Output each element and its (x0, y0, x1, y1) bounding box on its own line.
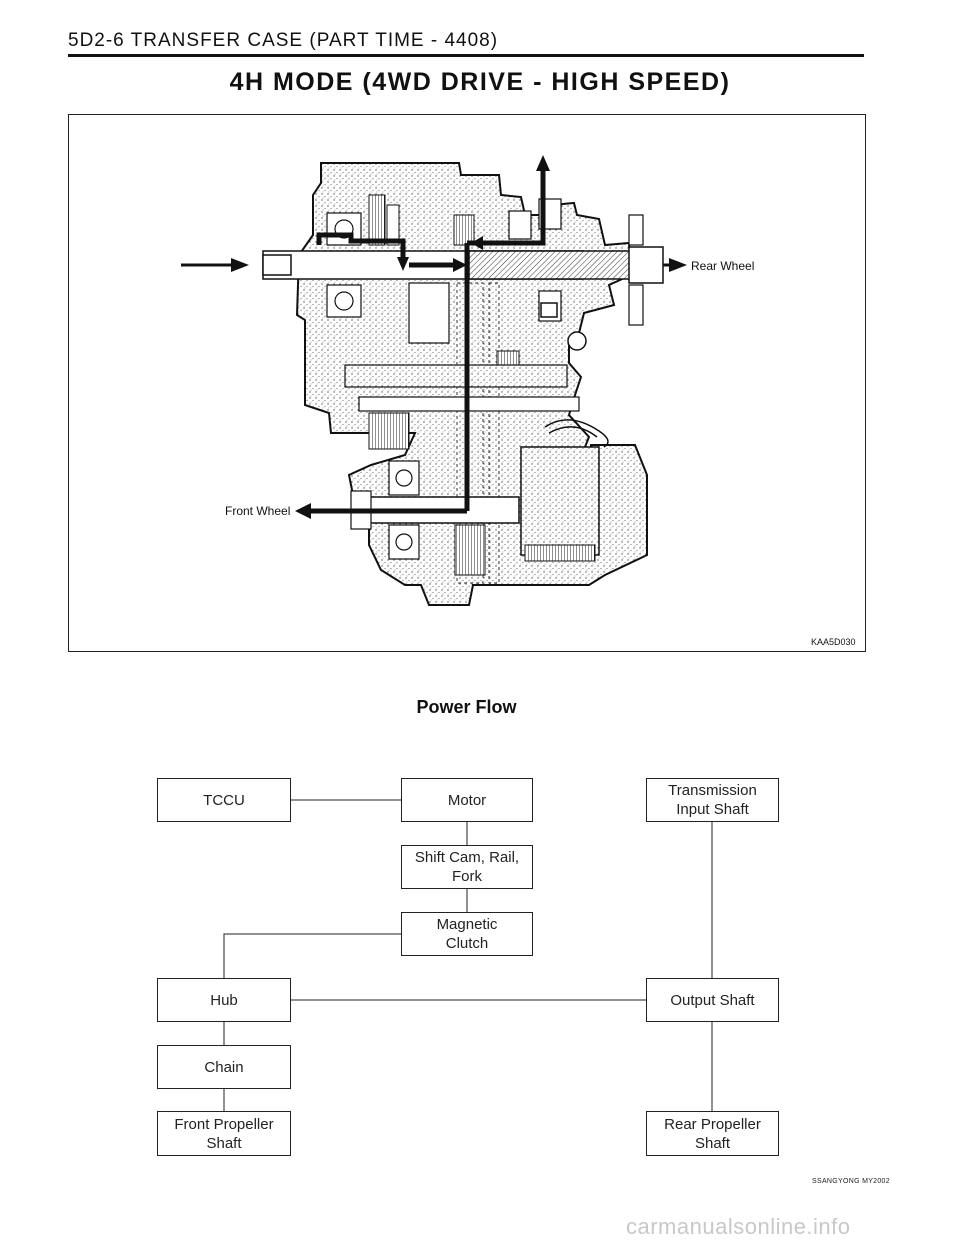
front-propeller-shaft-box: Front Propeller Shaft (157, 1111, 291, 1156)
output-shaft (468, 250, 650, 280)
power-flow-path-rear (316, 232, 406, 261)
watermark-link[interactable]: carmanualsonline.info (626, 1214, 851, 1239)
figure-code: KAA5D030 (811, 637, 856, 647)
transmission-input-shaft-box: Transmission Input Shaft (646, 778, 779, 822)
motor-box: Motor (401, 778, 533, 822)
header-section-title: 5D2-6 TRANSFER CASE (PART TIME - 4408) (68, 30, 499, 51)
footer-model: SSANGYONG MY2002 (812, 1178, 890, 1185)
output-shaft-box: Output Shaft (646, 978, 779, 1022)
sensor-circle (567, 331, 587, 351)
page-title: 4H MODE (4WD DRIVE - HIGH SPEED) (229, 68, 731, 96)
magnetic-clutch-box: Magnetic Clutch (401, 912, 533, 956)
power-flow-title: Power Flow (416, 697, 517, 717)
chain-box: Chain (157, 1045, 291, 1089)
transfer-case-cutaway: Rear Wheel Front Wheel KAA5D030 (181, 155, 856, 647)
front-wheel-label: Front Wheel (225, 504, 290, 518)
rear-propeller-shaft-box: Rear Propeller Shaft (646, 1111, 779, 1156)
transfer-case-figure: Rear Wheel Front Wheel KAA5D030 (68, 114, 866, 652)
shift-cam-rail-fork-box: Shift Cam, Rail, Fork (401, 845, 533, 889)
rear-wheel-label: Rear Wheel (691, 259, 754, 273)
tccu-box: TCCU (157, 778, 291, 822)
chain-assembly (456, 282, 484, 584)
hub-box: Hub (157, 978, 291, 1022)
header-rule (68, 54, 864, 57)
